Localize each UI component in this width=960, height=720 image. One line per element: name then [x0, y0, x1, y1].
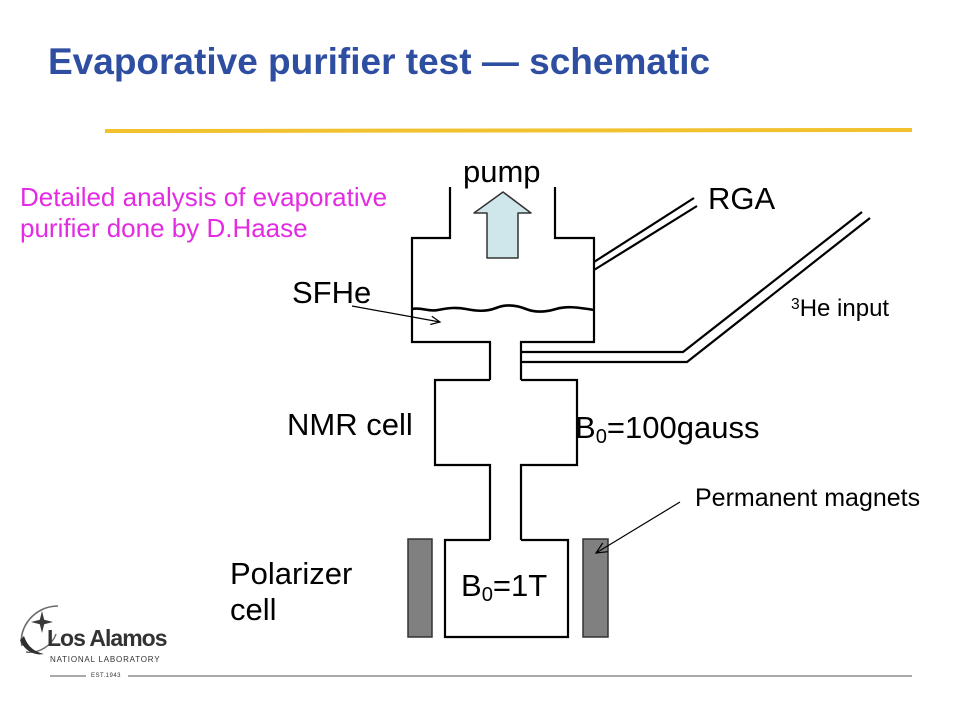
logo-established: EST.1943 — [91, 673, 122, 679]
analysis-note-line1: Detailed analysis of evaporative — [20, 182, 388, 212]
rga-line — [593, 197, 698, 271]
logo-subtitle: NATIONAL LABORATORY — [50, 655, 161, 664]
rga-label: RGA — [708, 181, 776, 216]
permanent-magnet-left — [407, 538, 433, 638]
pump-arrow-icon — [473, 191, 532, 259]
permanent-magnets-label: Permanent magnets — [695, 484, 921, 512]
sfhe-pointer-arrow — [351, 305, 442, 326]
permanent-magnet-right — [582, 538, 609, 638]
field-symbol: B — [461, 568, 482, 603]
polarizer-cell — [443, 538, 570, 639]
sfhe-label: SFHe — [292, 275, 372, 310]
polarizer-cell-label-line1: Polarizer — [230, 556, 353, 591]
los-alamos-logo-icon — [20, 605, 86, 677]
analysis-note-line2: purifier done by D.Haase — [20, 213, 308, 243]
title-underline — [104, 128, 913, 133]
sfhe-liquid-surface — [411, 304, 595, 313]
nmr-cell-label: NMR cell — [287, 407, 413, 442]
field-subscript: 0 — [595, 426, 607, 449]
he3-mass-number: 3 — [791, 295, 800, 313]
magnets-pointer-arrow — [594, 501, 681, 554]
polarizer-field-label: B0=1T — [461, 568, 548, 605]
he3-input-line — [521, 211, 871, 364]
he3-input-text: He input — [799, 295, 890, 322]
pump-label: pump — [463, 154, 541, 189]
nmr-field-label: B0=100gauss — [575, 410, 760, 447]
evaporation-chamber — [410, 187, 596, 380]
page-title: Evaporative purifier test — schematic — [48, 41, 711, 82]
field-value: =1T — [492, 568, 548, 603]
logo-wordmark: Los Alamos — [47, 625, 168, 651]
field-symbol: B — [575, 410, 596, 445]
field-value: =100gauss — [606, 410, 760, 445]
nmr-cell — [433, 378, 579, 540]
field-subscript: 0 — [481, 584, 493, 607]
he3-input-label: 3He input — [791, 297, 889, 321]
polarizer-cell-label-line2: cell — [230, 592, 277, 627]
